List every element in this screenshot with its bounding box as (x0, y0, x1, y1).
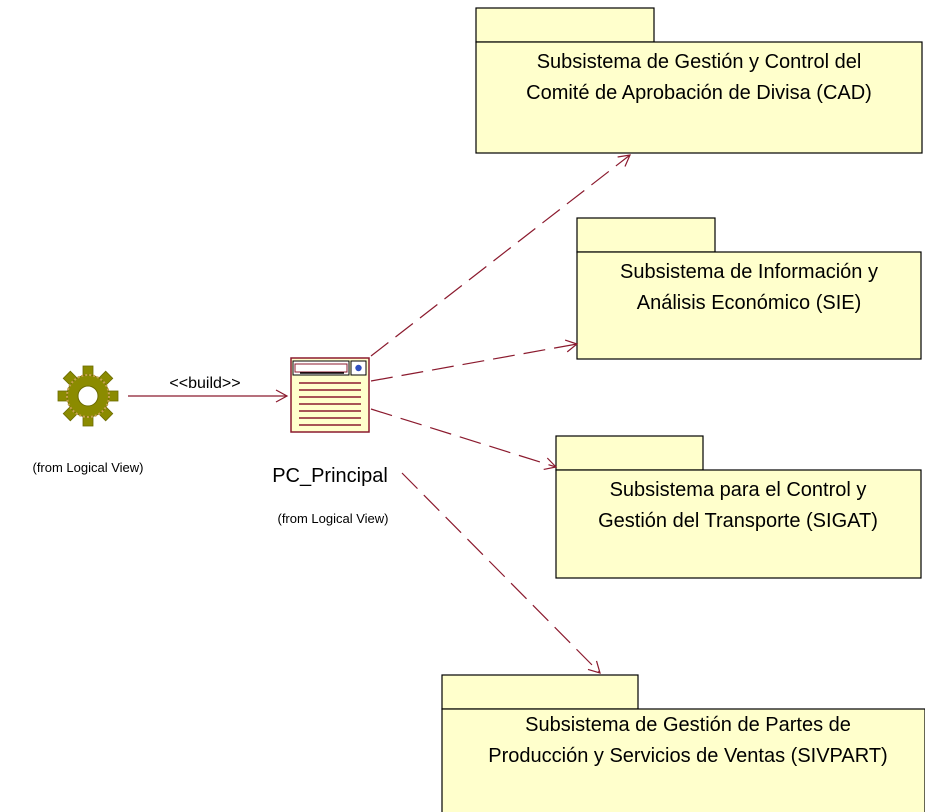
component-window-icon[interactable] (290, 357, 370, 433)
dependency-to-sigat (370, 408, 558, 471)
package-sie[interactable]: Subsistema de Información y Análisis Eco… (576, 217, 922, 360)
package-cad-tab (475, 7, 655, 43)
dependency-to-cad (370, 154, 631, 357)
dependency-to-sie (370, 339, 579, 382)
build-stereotype-label: <<build>> (169, 375, 240, 392)
gear-icon[interactable] (57, 365, 119, 427)
gear-from-label: (from Logical View) (32, 460, 143, 475)
package-cad[interactable]: Subsistema de Gestión y Control del Comi… (475, 7, 923, 154)
package-sigat-body (555, 469, 922, 579)
package-sigat-tab (555, 435, 704, 471)
package-sivpart-line2: Producción y Servicios de Ventas (SIVPAR… (488, 745, 887, 767)
package-sie-tab (576, 217, 716, 253)
package-sie-body (576, 251, 922, 360)
package-sivpart[interactable]: Subsistema de Gestión de Partes de Produ… (441, 674, 925, 812)
package-cad-line2: Comité de Aprobación de Divisa (CAD) (526, 82, 872, 104)
package-sigat[interactable]: Subsistema para el Control y Gestión del… (555, 435, 922, 579)
package-sie-line2: Análisis Económico (SIE) (637, 292, 862, 314)
dependency-to-sivpart (401, 472, 601, 674)
package-cad-body (475, 41, 923, 154)
package-sie-line1: Subsistema de Información y (620, 261, 878, 283)
package-sigat-line2: Gestión del Transporte (SIGAT) (598, 510, 878, 532)
package-sivpart-tab (441, 674, 639, 710)
component-name: PC_Principal (272, 465, 388, 487)
package-sivpart-line1: Subsistema de Gestión de Partes de (525, 714, 851, 736)
component-from-label: (from Logical View) (277, 511, 388, 526)
package-sigat-line1: Subsistema para el Control y (610, 479, 867, 501)
package-sivpart-body (441, 708, 925, 812)
package-cad-line1: Subsistema de Gestión y Control del (537, 51, 862, 73)
